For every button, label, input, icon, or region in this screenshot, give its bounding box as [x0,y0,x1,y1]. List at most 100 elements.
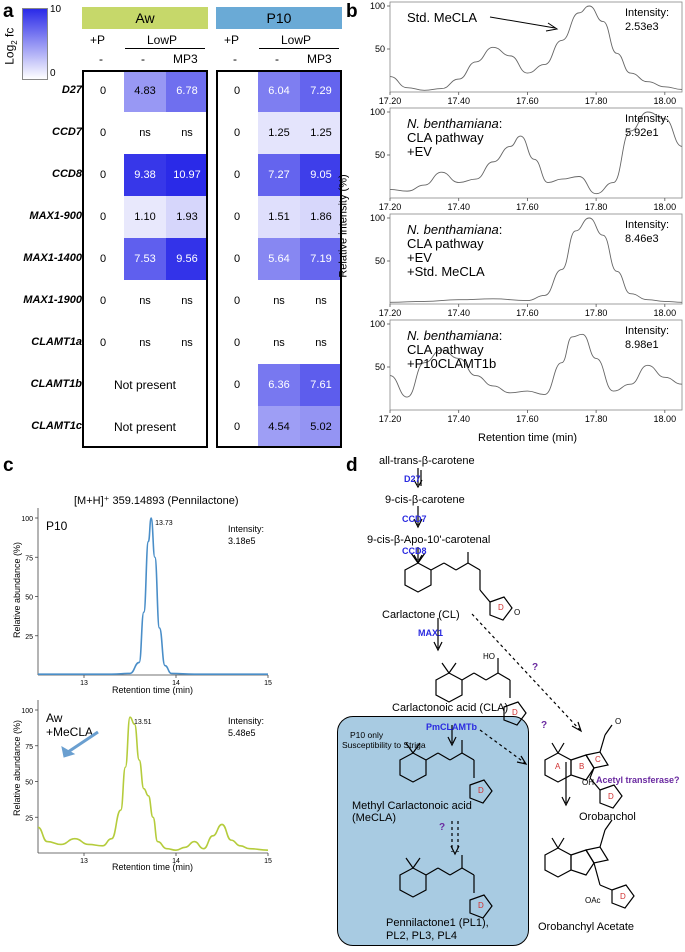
heatmap-cell: 1.25 [258,112,300,154]
panel-b-annotation: +P10CLAMT1b [407,356,496,371]
col-header-p10-underline [259,48,339,49]
heatmap-cell: 6.36 [258,364,300,406]
ring-d-orob: D [608,792,614,801]
enzyme-d27: D27 [404,474,421,484]
heatmap-cell: 0 [233,295,241,307]
panel-c-xtick-label: 15 [264,858,272,865]
compound-orobanchyl-acetate: Orobanchyl Acetate [538,921,635,933]
panel-b-xtick-label: 17.20 [379,308,402,318]
heatmap-cell: 9.05 [300,154,342,196]
heatmap-cell: 0 [99,85,107,97]
heatmap-row-label: MAX1-900 [29,210,82,222]
heatmap-row-label: D27 [61,84,82,96]
panel-b-xtick-label: 18.00 [654,202,677,212]
col-header-aw-minus1: - [99,52,103,66]
panel-b-annotation: CLA pathway [407,130,484,145]
heatmap-cell: 0 [99,211,107,223]
cla-structure [435,658,527,726]
panel-c-ytick-label: 75 [25,744,33,751]
heatmap-cell: 7.29 [300,70,342,112]
ring-d-cl: D [498,603,504,612]
panel-c-peak-label: 13.51 [134,719,152,726]
heatmap-cell: ns [181,337,193,349]
enzyme-clamt: PmCLAMTb [426,722,477,732]
panel-c-ytick-label: 50 [25,780,33,787]
panel-c-series-line [37,716,269,851]
heatmap-cell: 1.25 [300,112,342,154]
panel-b-xtick-label: 17.20 [379,96,402,106]
panel-c-intensity-value: 5.48e5 [228,728,256,738]
panel-label-d: d [346,455,358,476]
panel-b-xtick-label: 17.20 [379,414,402,424]
panel-c-xtick-label: 14 [172,858,180,865]
compound-mecla-1: Methyl Carlactonoic acid [352,800,472,812]
heatmap-cell: ns [273,337,285,349]
panel-b-annotation-species: N. benthamiana [407,116,499,131]
heatmap-cell: 7.19 [300,238,342,280]
colorbar-max-tick: 10 [50,4,62,15]
compound-orobanchol: Orobanchol [579,811,636,823]
panel-b-xtick-label: 17.40 [447,96,470,106]
panel-c-intensity-label: Intensity: [228,716,264,726]
panel-c-sample-label: Aw [46,711,63,725]
panel-b-ytick-label: 50 [375,362,385,372]
heatmap-cell-not-present: Not present [113,420,177,434]
panel-b-frame [389,319,683,411]
panel-b-annotation: N. benthamiana: [407,328,502,343]
ring-b-orob: B [579,762,585,771]
orobanchyl-acetate-structure [544,819,635,909]
mecla-structure [399,740,493,804]
panel-c-peak-label: 13.73 [155,520,173,527]
panel-b-annotation: Std. MeCLA [407,10,477,25]
heatmap-cell: 6.04 [258,70,300,112]
ring-c-orob: C [595,755,601,764]
panel-b-xtick-label: 18.00 [654,96,677,106]
panel-label-c: c [3,455,14,476]
panel-label-b: b [346,1,358,22]
panel-b-frame [389,1,683,93]
compound-cis-carotene: 9-cis-β-carotene [385,494,465,506]
panel-b-xtick-label: 17.20 [379,202,402,212]
panel-b-series-line [389,5,683,91]
col-header-p10-mp3: MP3 [307,52,332,66]
panel-b-xtick-label: 17.80 [585,308,608,318]
heatmap-cell: ns [315,295,327,307]
panel-b-annotation: CLA pathway [407,342,484,357]
panel-b-annotation-species: N. benthamiana [407,328,499,343]
heatmap-cell: 0 [233,211,241,223]
col-header-p10-minus1: - [233,52,237,66]
compound-pl2: PL2, PL3, PL4 [386,930,457,942]
panel-b-series-line [389,217,683,303]
panel-b-frame [389,107,683,199]
compound-apo: 9-cis-β-Apo-10'-carotenal [367,534,491,546]
compound-pl1: Pennilactone1 (PL1), [386,917,489,929]
ring-d-mecla: D [478,786,484,795]
heatmap-row-label: MAX1-1900 [23,294,82,306]
col-header-aw-mp3: MP3 [173,52,198,66]
heatmap-row-label: CCD7 [52,126,82,138]
heatmap-cell: 4.54 [258,406,300,448]
atom-o-orob: O [615,717,622,726]
compound-beta-carotene: all-trans-β-carotene [379,455,475,467]
heatmap-cell: ns [315,337,327,349]
panel-b-annotation-species: N. benthamiana [407,222,499,237]
heatmap-cell: 0 [233,253,241,265]
panel-b-intensity-value: 5.92e1 [625,127,659,139]
ring-a-orob: A [555,762,561,771]
panel-c-xtick-label: 15 [264,680,272,687]
panel-b-xtick-label: 17.60 [516,308,539,318]
heatmap-cell: 0 [233,85,241,97]
heatmap-cell-not-present: Not present [113,378,177,392]
panel-c-ytick-label: 50 [25,595,33,602]
col-header-p10-lowp: LowP [281,33,312,47]
question-mark-2: ? [541,720,548,731]
heatmap-cell: 7.61 [300,364,342,406]
panel-c-xlabel-1: Retention time (min) [112,685,194,695]
pl1-structure [399,855,493,919]
panel-c-xlabel-2: Retention time (min) [112,862,194,872]
group-header-aw-label: Aw [135,10,155,26]
heatmap-cell: 0 [233,169,241,181]
panel-c-series-line [38,517,268,676]
panel-c-xtick-label: 13 [80,858,88,865]
